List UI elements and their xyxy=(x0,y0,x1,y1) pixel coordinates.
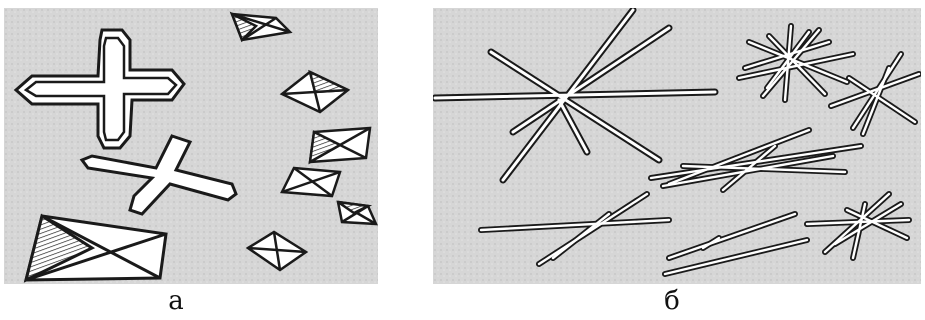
panel-b xyxy=(433,8,921,284)
panel-a xyxy=(4,8,378,284)
rhomb-crystal-4 xyxy=(282,168,340,196)
panel-b-illustration xyxy=(433,8,921,284)
panel-a-illustration xyxy=(4,8,378,284)
rhomb-crystal-5 xyxy=(338,202,376,224)
rhomb-crystal-3 xyxy=(310,128,370,162)
caption-a: а xyxy=(168,286,184,316)
caption-b: б xyxy=(664,286,680,316)
